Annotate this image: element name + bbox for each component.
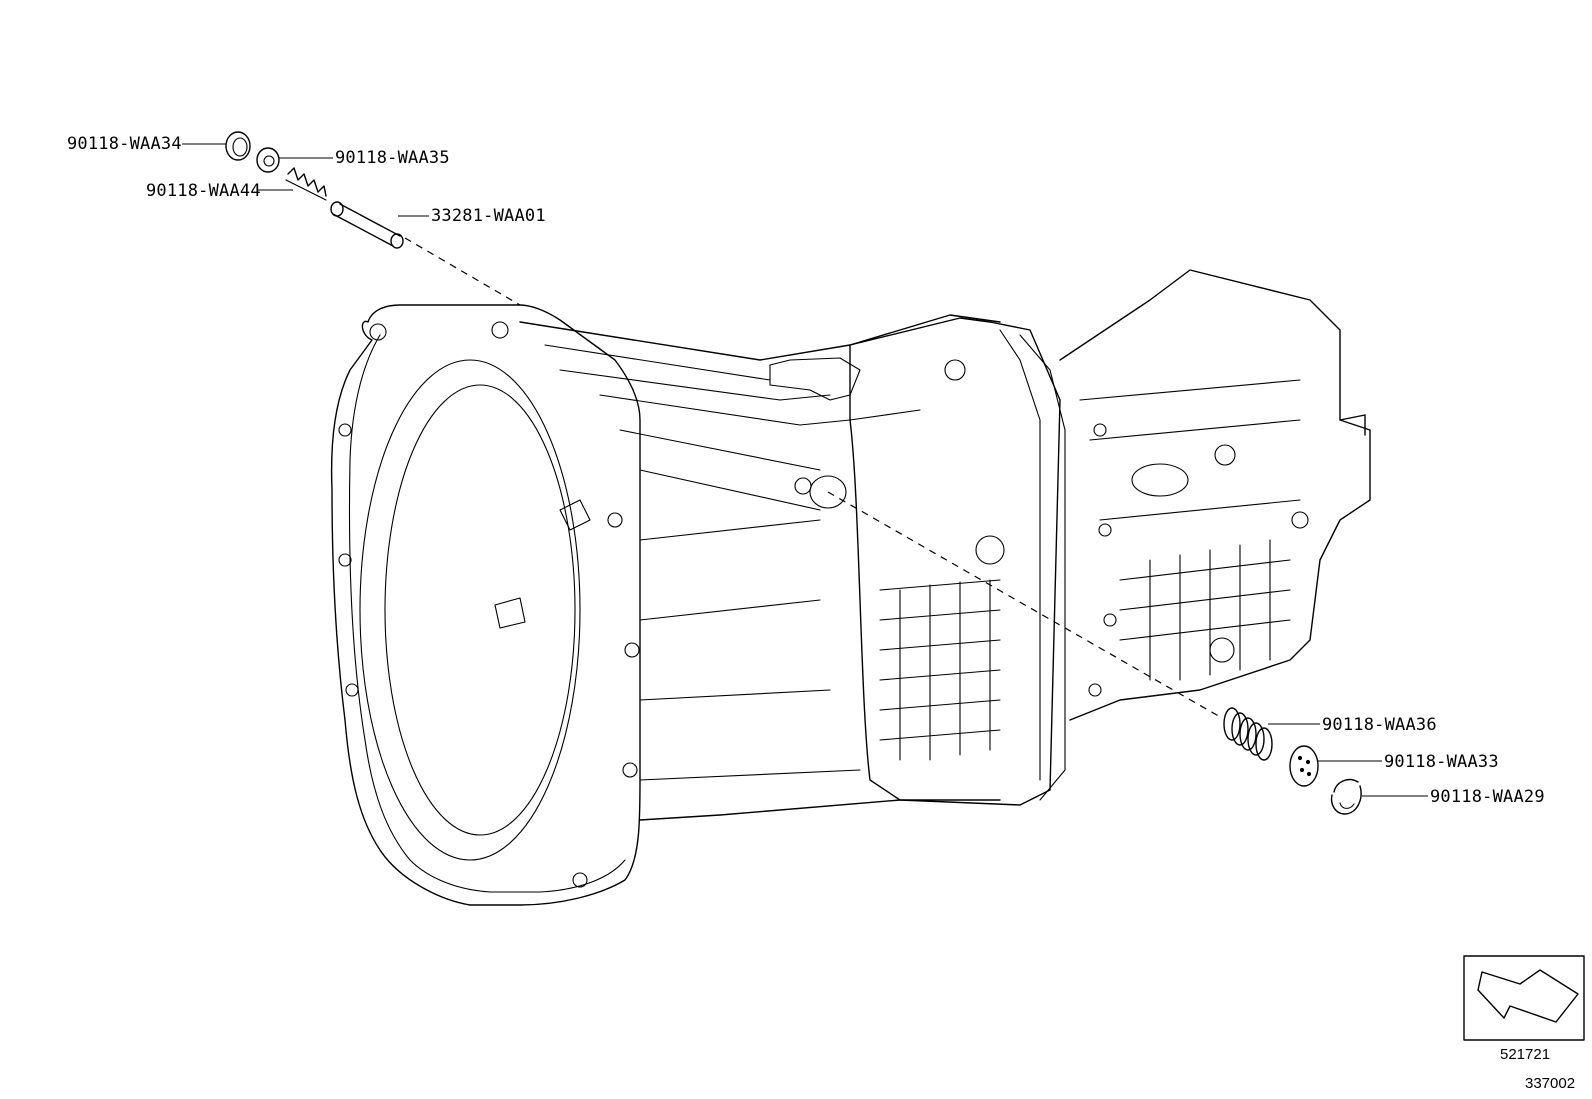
plate-part-icon: [1289, 745, 1319, 787]
part-label-p2: 90118-WAA35: [335, 148, 450, 168]
part-label-p6: 90118-WAA33: [1384, 752, 1499, 772]
part-label-p3: 90118-WAA44: [146, 181, 261, 201]
part-label-p5: 90118-WAA36: [1322, 715, 1437, 735]
spring-part-icon: [285, 167, 327, 201]
pin-part-icon: [330, 201, 404, 249]
gasket-part-icon: [256, 147, 280, 173]
part-label-p4: 33281-WAA01: [431, 206, 546, 226]
transmission-assembly: [330, 269, 1371, 906]
coil-spring-part-icon: [1223, 707, 1273, 761]
part-label-p7: 90118-WAA29: [1430, 787, 1545, 807]
view-arrow-box: [1463, 955, 1585, 1041]
snap-ring-part-icon: [1330, 778, 1362, 815]
part-label-p1: 90118-WAA34: [67, 134, 182, 154]
view-arrow-ref: 521721: [1500, 1046, 1551, 1063]
figure-ref: 337002: [1525, 1075, 1576, 1092]
install-line-upper: [404, 237, 521, 306]
install-line-lower: [827, 491, 1223, 719]
plug-part-icon: [225, 131, 251, 161]
